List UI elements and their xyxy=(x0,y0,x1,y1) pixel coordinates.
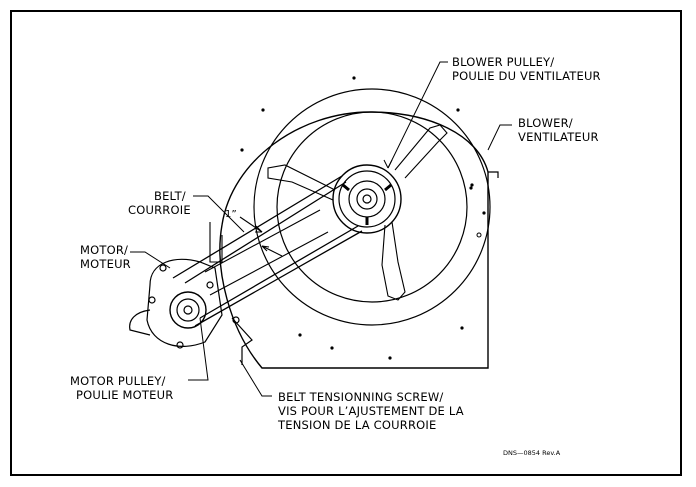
motor-pulley-label-fr: POULIE MOTEUR xyxy=(76,388,174,402)
motor-label-en: MOTOR/ xyxy=(80,243,129,257)
tension-screw-label-fr-2: TENSION DE LA COURROIE xyxy=(278,418,437,432)
housing-holes xyxy=(240,76,486,360)
blower-pulley xyxy=(332,164,402,234)
tension-screw xyxy=(231,316,253,365)
dimension-label: 1” xyxy=(225,209,237,220)
blower-pulley-label-fr: POULIE DU VENTILATEUR xyxy=(452,69,601,83)
drawing-number: DNS—0854 Rev.A xyxy=(503,449,561,457)
blower-label-en: BLOWER/ xyxy=(518,116,573,130)
motor-pulley-label-en: MOTOR PULLEY/ xyxy=(70,374,166,388)
motor-label-fr: MOTEUR xyxy=(80,257,131,271)
tension-arm xyxy=(204,209,329,296)
tension-screw-label-en: BELT TENSIONNING SCREW/ xyxy=(278,390,444,404)
blower-wheel-outer xyxy=(253,88,491,326)
motor-pulley xyxy=(169,291,207,329)
motor-body xyxy=(129,258,223,349)
blower-wheel-inner xyxy=(276,111,468,303)
blower-pulley-label-en: BLOWER PULLEY/ xyxy=(452,55,555,69)
belt-label-en: BELT/ xyxy=(154,189,186,203)
blower-housing xyxy=(219,111,489,369)
drawing-frame xyxy=(10,10,682,476)
dimension-marker xyxy=(239,216,283,257)
mounting-arms xyxy=(267,124,448,301)
blower-label-fr: VENTILATEUR xyxy=(518,130,599,144)
tension-screw-label-fr-1: VIS POUR L’AJUSTEMENT DE LA xyxy=(278,404,464,418)
leader-lines xyxy=(130,61,512,397)
belt-label-fr: COURROIE xyxy=(128,203,191,217)
